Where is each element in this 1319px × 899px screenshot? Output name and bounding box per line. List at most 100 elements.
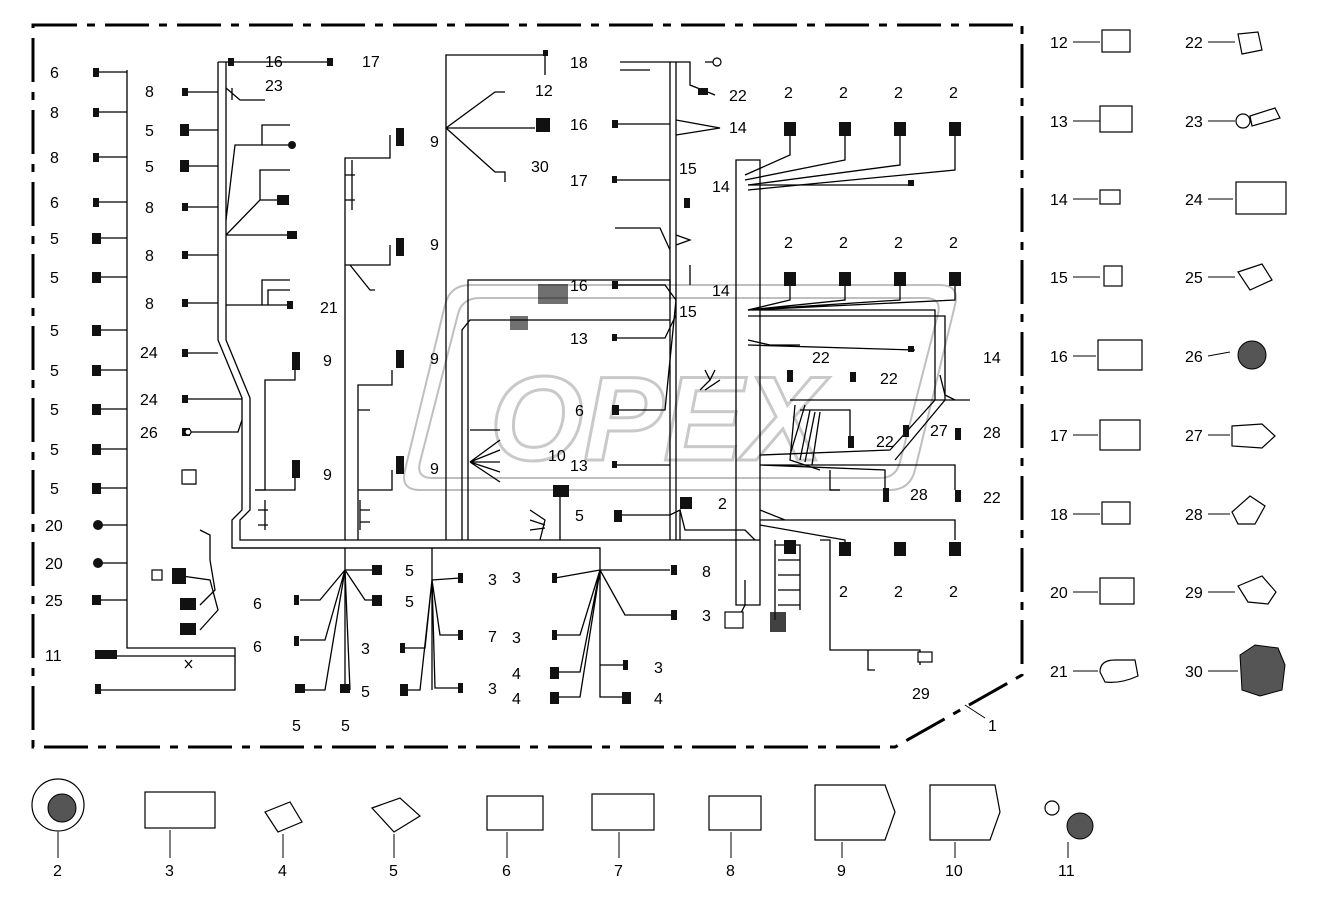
- legend-number: 28: [1185, 507, 1203, 524]
- connector-15-icon: [1103, 265, 1123, 287]
- connector-17-icon: [1099, 419, 1141, 451]
- legend-number: 3: [165, 863, 174, 880]
- callout: 15: [679, 304, 697, 321]
- callout: 22: [983, 490, 1001, 507]
- legend-number: 11: [1058, 863, 1075, 880]
- legend-number: 25: [1185, 270, 1203, 287]
- sensor-26-icon: [1237, 340, 1267, 370]
- callout: 15: [679, 161, 697, 178]
- callout: 8: [50, 150, 59, 167]
- connector-25-icon: [1237, 263, 1273, 291]
- callout: 13: [570, 331, 588, 348]
- callout: 2: [839, 85, 848, 102]
- legend-number: 21: [1050, 664, 1068, 681]
- callout: 5: [50, 231, 59, 248]
- callout: 5: [145, 123, 154, 140]
- callout: 2: [894, 584, 903, 601]
- connector-4-icon: [264, 801, 303, 833]
- legend-number: 6: [502, 863, 511, 880]
- callout: 8: [702, 564, 711, 581]
- callout: 5: [575, 508, 584, 525]
- callout: 7: [488, 629, 497, 646]
- callout: 2: [784, 85, 793, 102]
- callout: 5: [405, 563, 414, 580]
- callout: 4: [512, 691, 521, 708]
- callout: 9: [430, 237, 439, 254]
- callout: 5: [50, 402, 59, 419]
- ecu-connector-10-icon: [929, 784, 1001, 841]
- connector-28-icon: [1231, 495, 1266, 525]
- callout: 6: [253, 639, 262, 656]
- callout: 3: [512, 570, 521, 587]
- callout: 6: [50, 195, 59, 212]
- callout: 16: [265, 54, 283, 71]
- legend-number: 16: [1050, 349, 1068, 366]
- callout: 9: [430, 134, 439, 151]
- callout: 5: [50, 363, 59, 380]
- callout: 2: [784, 235, 793, 252]
- callout: 10: [548, 448, 566, 465]
- callout-labels: 6 8 8 6 5 5 5 5 5 5 5 20 20 25 11 8 5 5 …: [45, 54, 1001, 735]
- callout: 3: [488, 572, 497, 589]
- legend-number: 8: [726, 863, 735, 880]
- callout: 28: [910, 487, 928, 504]
- connector-14-icon: [1099, 189, 1121, 205]
- callout: 3: [512, 630, 521, 647]
- callout: 14: [729, 120, 747, 137]
- legend-number: 29: [1185, 585, 1203, 602]
- callout: 14: [712, 179, 730, 196]
- callout: 2: [949, 85, 958, 102]
- callout: 13: [570, 458, 588, 475]
- parts-legend-bottom: 2 3 4 5 6 7 8 9 10 11: [31, 778, 1094, 880]
- callout: 30: [531, 159, 549, 176]
- callout: 29: [912, 686, 930, 703]
- callout: 25: [45, 593, 63, 610]
- callout: 12: [535, 83, 553, 100]
- callout: 6: [575, 403, 584, 420]
- connector-8-icon: [708, 795, 762, 831]
- connector-24-icon: [1235, 181, 1287, 215]
- callout: 3: [488, 681, 497, 698]
- callout: 24: [140, 345, 158, 362]
- callout: 22: [880, 371, 898, 388]
- callout: 14: [712, 283, 730, 300]
- legend-number: 14: [1050, 192, 1068, 209]
- callout: 2: [949, 235, 958, 252]
- callout: 22: [876, 434, 894, 451]
- callout: 26: [140, 425, 158, 442]
- legend-number: 5: [389, 863, 398, 880]
- legend-number: 13: [1050, 114, 1068, 131]
- connector-18-icon: [1101, 501, 1131, 525]
- callout: 28: [983, 425, 1001, 442]
- callout: 16: [570, 117, 588, 134]
- callout: 18: [570, 55, 588, 72]
- connector-3-icon: [144, 791, 216, 829]
- connector-5-icon: [370, 797, 421, 833]
- connector-27-icon: [1231, 423, 1276, 449]
- callout: 9: [323, 467, 332, 484]
- callout: 8: [145, 84, 154, 101]
- legend-number: 15: [1050, 270, 1068, 287]
- connector-30-icon: [1239, 644, 1286, 697]
- wiring: [96, 54, 970, 698]
- legend-number: 10: [945, 863, 963, 880]
- callout: 24: [140, 392, 158, 409]
- callout: 11: [45, 648, 62, 665]
- assembly-callout: 1: [988, 718, 997, 735]
- connector-6-icon: [486, 795, 544, 831]
- callout: 2: [949, 584, 958, 601]
- connector-16-icon: [1097, 339, 1143, 371]
- callout: 8: [50, 105, 59, 122]
- callout: 8: [145, 200, 154, 217]
- connector-20-icon: [1099, 577, 1135, 605]
- callout: 23: [265, 78, 283, 95]
- ecu-connector-9-icon: [814, 784, 896, 841]
- callout: 22: [729, 88, 747, 105]
- callout: 9: [430, 461, 439, 478]
- callout: 3: [361, 641, 370, 658]
- callout: 2: [894, 85, 903, 102]
- assembly-frame: [31, 23, 1024, 749]
- callout: 2: [839, 235, 848, 252]
- callout: 4: [654, 691, 663, 708]
